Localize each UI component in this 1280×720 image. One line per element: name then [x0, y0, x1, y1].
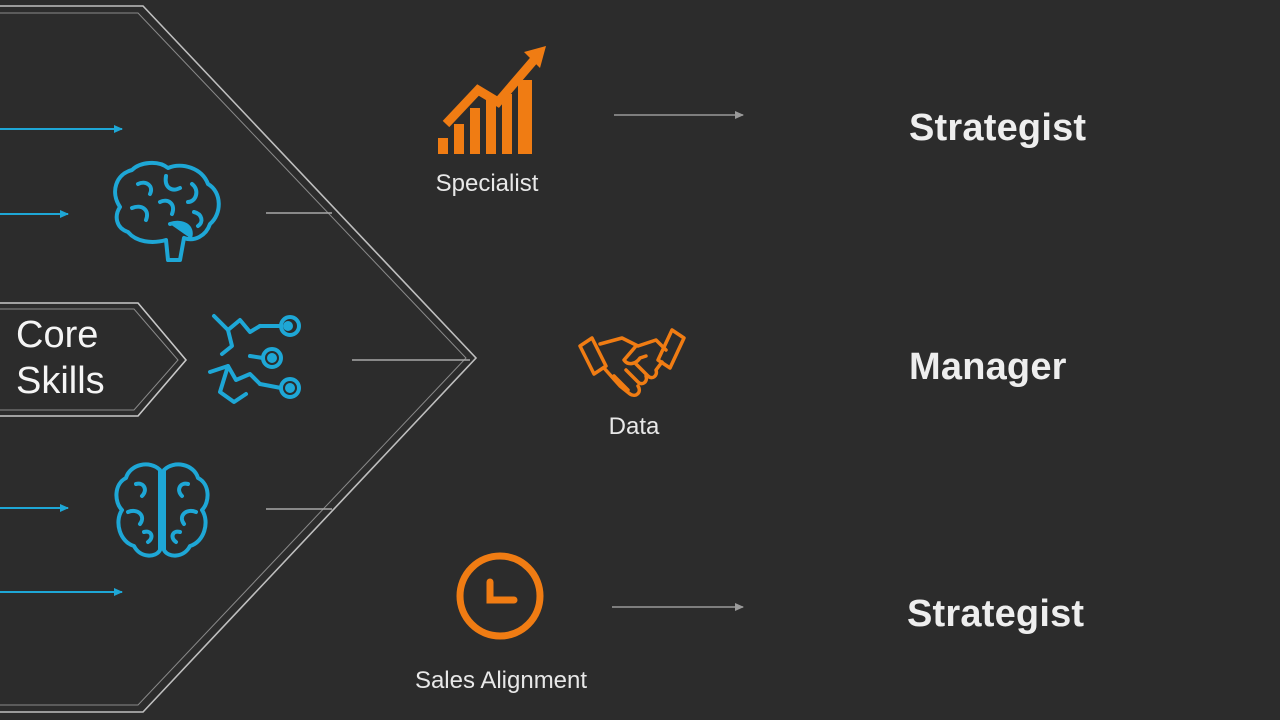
core-skills-label: Core Skills: [16, 312, 105, 404]
funnel-chevron: [0, 5, 478, 713]
caption-sales-alignment: Sales Alignment: [414, 667, 588, 694]
growth-chart-icon: [438, 46, 546, 154]
core-skills-box: [0, 302, 188, 417]
clock-icon: [456, 552, 544, 640]
core-skills-line2: Skills: [16, 360, 105, 402]
caption-specialist: Specialist: [435, 170, 539, 197]
core-skills-line1: Core: [16, 314, 99, 356]
caption-data: Data: [608, 413, 660, 440]
role-label-middle: Manager: [909, 346, 1067, 388]
brain-icon: [113, 161, 221, 262]
handshake-icon: [578, 328, 686, 398]
funnel-connectors: [266, 212, 470, 510]
role-label-bottom: Strategist: [907, 593, 1085, 635]
brain-icon: [114, 462, 210, 558]
role-label-top: Strategist: [909, 107, 1087, 149]
network-nodes-icon: [208, 314, 301, 404]
